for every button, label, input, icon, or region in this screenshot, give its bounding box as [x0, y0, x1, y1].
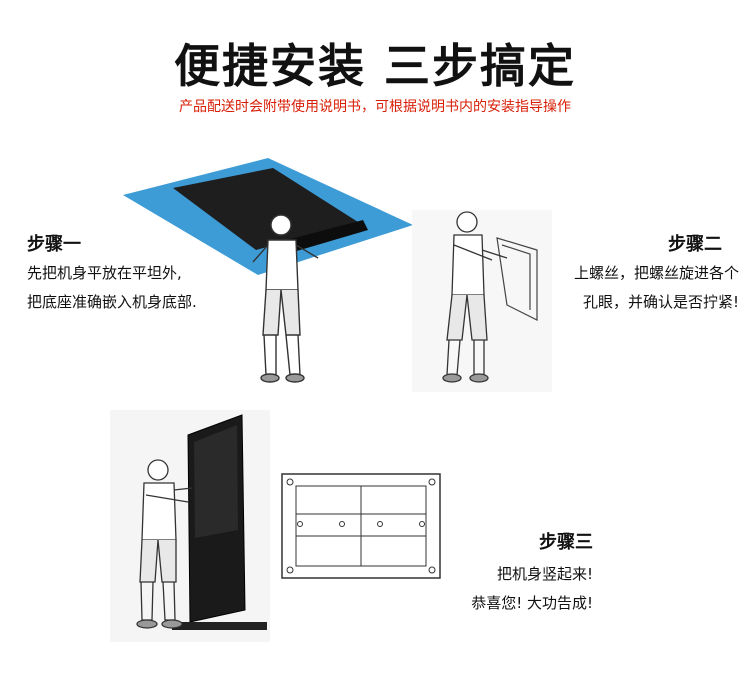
screen-lying-flat [173, 168, 358, 250]
screw-hole [297, 521, 303, 527]
step-3-drawing [110, 410, 270, 642]
step-2-line-1: 上螺丝，把螺丝旋进各个 [573, 264, 739, 282]
mounting-bracket [295, 513, 427, 537]
step-1-line-2: 把底座准确嵌入机身底部. [27, 293, 197, 311]
step-1-line-1: 先把机身平放在平坦外, [27, 264, 182, 282]
page-subtitle: 产品配送时会附带使用说明书，可根据说明书内的安装指导操作 [179, 99, 571, 115]
worker-figure [252, 214, 319, 383]
standing-kiosk [172, 414, 267, 630]
step-3-line-1: 把机身竖起来! [496, 565, 593, 583]
back-panel-drawing [281, 473, 441, 579]
step-2-description: 上螺丝，把螺丝旋进各个 孔眼，并确认是否拧紧! [534, 259, 739, 317]
page-title: 便捷安装 三步搞定 [173, 39, 576, 93]
worker-figure-step-3 [136, 459, 193, 629]
worker-figure-step-2 [442, 211, 508, 383]
step-3-description: 把机身竖起来! 恭喜您! 大功告成! [420, 560, 593, 618]
back-panel-diagram [280, 472, 442, 580]
step-2-illustration [412, 210, 552, 392]
step-1-drawing [123, 158, 413, 383]
step-2-drawing [412, 210, 552, 392]
screw-hole [339, 521, 345, 527]
screw-hole [428, 566, 436, 574]
screw-hole [286, 566, 294, 574]
step-1-title: 步骤一 [27, 234, 81, 255]
step-1-illustration [118, 150, 418, 390]
step-3-line-2: 恭喜您! 大功告成! [471, 594, 593, 612]
step-3-illustration [110, 410, 270, 642]
step-2-title: 步骤二 [668, 234, 722, 255]
panel-outline [281, 473, 441, 579]
screw-hole [377, 521, 383, 527]
step-3-title: 步骤三 [539, 532, 593, 553]
step-1-description: 先把机身平放在平坦外, 把底座准确嵌入机身底部. [27, 259, 197, 317]
step-2-line-2: 孔眼，并确认是否拧紧! [582, 293, 739, 311]
screw-hole [286, 478, 294, 486]
screw-hole [428, 478, 436, 486]
screw-hole [419, 521, 425, 527]
monitor-side-view [496, 237, 538, 321]
